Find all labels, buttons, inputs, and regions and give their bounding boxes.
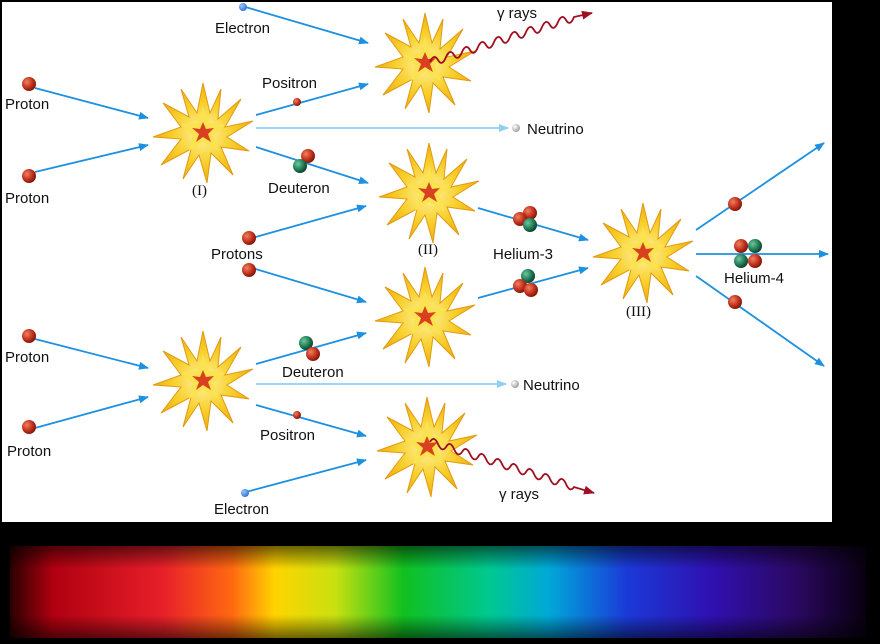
positron-particle xyxy=(293,98,301,106)
color-spectrum xyxy=(10,546,866,638)
label-proton: Proton xyxy=(5,190,49,207)
label-deuteron: Deuteron xyxy=(268,180,330,197)
electron-particle xyxy=(239,3,247,11)
label-helium-3: Helium-3 xyxy=(493,246,553,263)
deuteron-particle-top xyxy=(293,149,315,173)
label-gamma-rays: γ rays xyxy=(499,486,539,503)
positron-particle xyxy=(293,411,301,419)
proton-particle xyxy=(728,197,742,211)
arrows xyxy=(34,5,829,493)
gamma-ray-wave-bottom xyxy=(429,438,595,495)
proton-particle xyxy=(242,231,256,245)
gamma-ray-wave-top xyxy=(429,10,593,64)
neutrino-particle xyxy=(511,380,519,388)
label-positron: Positron xyxy=(262,75,317,92)
label-protons: Protons xyxy=(211,246,263,263)
label-neutrino: Neutrino xyxy=(527,121,584,138)
electron-particle xyxy=(241,489,249,497)
helium-3-particle-bottom xyxy=(513,269,538,297)
proton-particle xyxy=(728,295,742,309)
deuteron-particle-bottom xyxy=(299,336,320,361)
label-stage-I: (I) xyxy=(192,183,207,199)
labels: Electron γ rays Proton Positron Neutrino… xyxy=(5,5,784,518)
label-gamma-rays: γ rays xyxy=(497,5,537,22)
label-electron: Electron xyxy=(215,20,270,37)
label-stage-III: (III) xyxy=(626,304,651,320)
label-helium-4: Helium-4 xyxy=(724,270,784,287)
label-positron: Positron xyxy=(260,427,315,444)
particles xyxy=(22,3,762,497)
helium-4-particle xyxy=(734,239,762,268)
proton-particle xyxy=(22,420,36,434)
label-stage-II: (II) xyxy=(418,242,438,258)
proton-particle xyxy=(22,169,36,183)
proton-particle xyxy=(22,329,36,343)
label-electron: Electron xyxy=(214,501,269,518)
proton-particle xyxy=(22,77,36,91)
neutrino-particle xyxy=(512,124,520,132)
helium-3-particle-top xyxy=(513,206,537,232)
label-proton: Proton xyxy=(5,96,49,113)
label-neutrino: Neutrino xyxy=(523,377,580,394)
label-deuteron: Deuteron xyxy=(282,364,344,381)
label-proton: Proton xyxy=(5,349,49,366)
proton-particle xyxy=(242,263,256,277)
label-proton: Proton xyxy=(7,443,51,460)
